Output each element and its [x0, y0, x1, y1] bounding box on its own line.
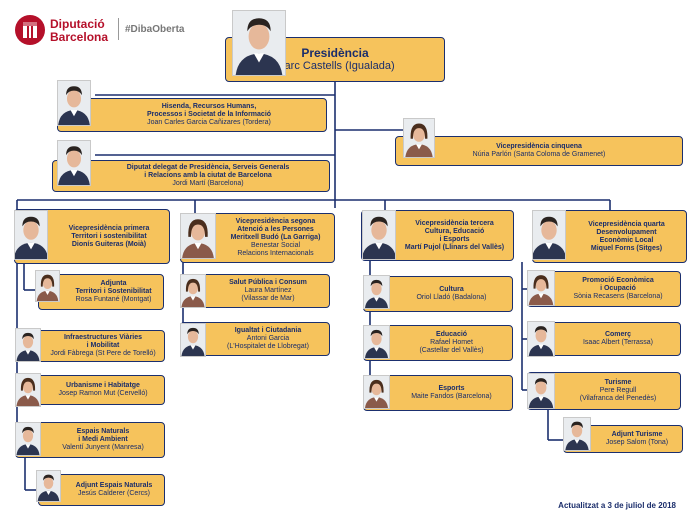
logo-line-2: Barcelona: [50, 30, 109, 44]
org-box-title: Territori i Sostenibilitat: [75, 288, 152, 295]
org-box-title: Territori i sostenibilitat: [71, 232, 147, 240]
org-box-title: Atenció a les Persones: [237, 226, 314, 233]
org-box-title: Desenvolupament: [596, 228, 657, 236]
org-box-person: Rosa Funtané (Montgat): [75, 296, 152, 303]
portrait-photo: [527, 373, 555, 409]
portrait-photo: [180, 323, 206, 357]
org-box-person: Laura Martínez: [244, 287, 292, 294]
org-box-title: Vicepresidència segona: [235, 218, 316, 225]
org-box-title: Econòmic Local: [599, 236, 654, 244]
org-box-title: Diputat delegat de Presidència, Serveis …: [126, 164, 290, 171]
org-box-person: Jordi Martí (Barcelona): [172, 180, 244, 187]
org-box-title: Hisenda, Recursos Humans,: [161, 103, 257, 110]
org-box-title: Salut Pública i Consum: [229, 279, 307, 286]
portrait-photo: [180, 274, 206, 308]
portrait-photo: [563, 417, 591, 451]
org-box-person: Pere Regull: [599, 387, 637, 394]
org-box-title: Cultura: [439, 286, 464, 293]
org-box-person: Antoni Garcia: [246, 335, 290, 342]
org-box-title: Comerç: [604, 331, 632, 338]
org-box-title: i Mobilitat: [86, 342, 120, 349]
org-box-person: (Castellar del Vallès): [419, 347, 484, 354]
portrait-photo: [527, 270, 555, 306]
org-box-person: Jesús Calderer (Cercs): [78, 490, 150, 497]
org-box-title: Cultura, Educació: [424, 227, 485, 235]
hashtag: #DibaOberta: [125, 24, 185, 35]
portrait-photo: [527, 321, 555, 357]
portrait-photo: [36, 470, 61, 502]
org-box-person: Benestar Social: [250, 242, 301, 249]
org-box-title: Dionís Guiteras (Moià): [71, 240, 147, 248]
org-box-hisenda: Hisenda, Recursos Humans,Processos i Soc…: [57, 98, 327, 132]
org-box-person: Valentí Junyent (Manresa): [62, 444, 144, 451]
org-box-person: Isaac Albert (Terrassa): [582, 339, 654, 346]
org-box-person: Sònia Recasens (Barcelona): [573, 293, 663, 300]
org-box-person: Núria Parlón (Santa Coloma de Gramenet): [472, 151, 606, 158]
portrait-photo: [180, 213, 216, 259]
org-box-person: Josep Ramon Mut (Cervelló): [58, 390, 148, 397]
org-box-title: i Medi Ambient: [78, 436, 128, 443]
org-box-person: Relacions Internacionals: [237, 250, 314, 257]
org-box-title: Miquel Forns (Sitges): [590, 244, 663, 252]
updated-date: Actualitzat a 3 de juliol de 2018: [558, 501, 676, 510]
portrait-photo: [232, 10, 286, 76]
org-box-title: Presidència: [301, 46, 369, 60]
portrait-photo: [363, 275, 390, 309]
org-box-title: Adjunt Turisme: [611, 431, 663, 438]
org-box-title: i Esports: [439, 235, 470, 243]
org-box-title: Adjunt Espais Naturals: [75, 482, 153, 489]
portrait-photo: [362, 210, 396, 260]
org-box-person: Marc Castells (Igualada): [275, 60, 395, 72]
org-box-person: Jordi Fàbrega (St Pere de Torelló): [50, 350, 156, 357]
portrait-photo: [532, 210, 566, 260]
org-box-title: Vicepresidència cinquena: [496, 143, 582, 150]
logo-separator: [118, 18, 119, 40]
portrait-photo: [15, 373, 41, 407]
org-box-person: Joan Carles Garcia Cañizares (Tordera): [147, 119, 271, 126]
org-box-title: Adjunta: [100, 280, 127, 287]
portrait-photo: [363, 325, 390, 359]
org-box-title: Urbanisme i Habitatge: [66, 382, 140, 389]
org-box-person: Josep Salom (Tona): [605, 439, 669, 446]
org-box-person: Maite Fandos (Barcelona): [411, 393, 492, 400]
org-box-title: Vicepresidència quarta: [588, 220, 665, 228]
org-box-title: Vicepresidència tercera: [415, 219, 494, 227]
org-box-title: Martí Pujol (Llinars del Vallès): [404, 243, 505, 251]
org-box-title: Meritxell Budó (La Garriga): [230, 234, 321, 241]
org-box-title: Infraestructures Viàries: [63, 334, 143, 341]
org-box-title: Igualtat i Ciutadania: [234, 327, 302, 334]
portrait-photo: [57, 80, 91, 126]
portrait-photo: [15, 422, 41, 456]
org-box-title: Educació: [435, 331, 468, 338]
org-box-title: Processos i Societat de la Informació: [146, 111, 272, 118]
org-box-diputat-delegat: Diputat delegat de Presidència, Serveis …: [52, 160, 330, 192]
org-box-title: i Relacions amb la ciutat de Barcelona: [144, 172, 272, 179]
logo-line-1: Diputació: [50, 17, 105, 31]
portrait-photo: [15, 328, 41, 362]
org-box-person: Oriol Lladó (Badalona): [416, 294, 487, 301]
portrait-photo: [403, 118, 435, 158]
org-box-person: (Vilafranca del Penedès): [579, 395, 657, 402]
portrait-photo: [363, 375, 390, 409]
org-box-title: i Ocupació: [600, 285, 636, 292]
org-box-person: (L'Hospitalet de Llobregat): [227, 343, 309, 350]
org-box-title: Esports: [438, 385, 465, 392]
org-box-title: Vicepresidència primera: [68, 224, 150, 232]
header: Diputació Barcelona #DibaOberta: [0, 0, 690, 60]
org-box-title: Turisme: [604, 379, 632, 386]
org-box-title: Promoció Econòmica: [582, 277, 654, 284]
org-box-person: Rafael Homet: [430, 339, 473, 346]
portrait-photo: [57, 140, 91, 186]
org-box-person: (Vilassar de Mar): [241, 295, 295, 302]
portrait-photo: [35, 270, 60, 302]
portrait-photo: [14, 210, 48, 260]
org-box-title: Espais Naturals: [76, 428, 130, 435]
diputacio-logo-icon: [15, 15, 45, 45]
